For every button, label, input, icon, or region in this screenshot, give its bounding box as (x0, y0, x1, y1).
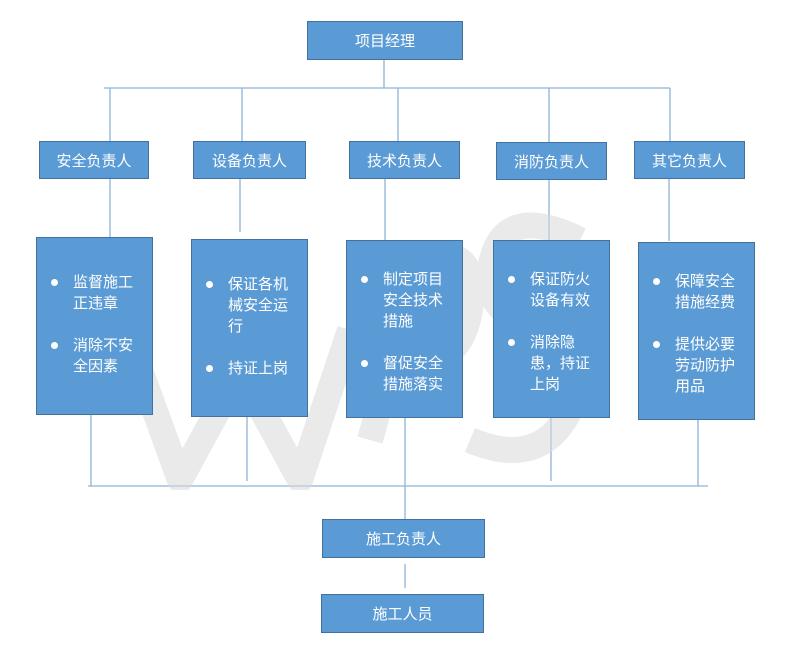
project-manager-box: 项目经理 (307, 21, 463, 60)
role-box-fire: 消防负责人 (496, 142, 607, 180)
construction-lead-label: 施工负责人 (365, 530, 441, 548)
role-label-other: 其它负责人 (651, 151, 727, 170)
duty-box-equipment: 保证各机械安全运行 持证上岗 (191, 239, 308, 417)
duty-item: 保障安全措施经费 (653, 271, 746, 313)
duty-box-safety: 监督施工正违章 消除不安全因素 (36, 237, 153, 415)
project-manager-label: 项目经理 (354, 32, 415, 50)
role-box-equipment: 设备负责人 (193, 141, 306, 179)
construction-staff-label: 施工人员 (372, 605, 433, 623)
role-box-other: 其它负责人 (634, 141, 745, 179)
construction-staff-box: 施工人员 (321, 594, 484, 633)
duty-item: 保证防火设备有效 (508, 269, 601, 311)
duty-item: 保证各机械安全运行 (206, 274, 299, 337)
duty-item: 督促安全措施落实 (361, 353, 454, 395)
duty-item: 制定项目安全技术措施 (361, 269, 454, 332)
role-label-safety: 安全负责人 (56, 151, 132, 170)
role-label-fire: 消防负责人 (513, 152, 589, 171)
duty-box-fire: 保证防火设备有效 消除隐患，持证上岗 (493, 240, 610, 418)
duty-item: 持证上岗 (206, 358, 299, 379)
duty-item: 消除隐患，持证上岗 (508, 332, 601, 395)
construction-lead-box: 施工负责人 (322, 519, 485, 558)
role-label-technical: 技术负责人 (366, 151, 442, 170)
role-label-equipment: 设备负责人 (211, 151, 287, 170)
duty-box-other: 保障安全措施经费 提供必要劳动防护用品 (638, 242, 755, 420)
duty-box-technical: 制定项目安全技术措施 督促安全措施落实 (346, 240, 463, 418)
duty-item: 监督施工正违章 (51, 272, 144, 314)
role-box-safety: 安全负责人 (39, 141, 149, 179)
duty-item: 提供必要劳动防护用品 (653, 334, 746, 397)
duty-item: 消除不安全因素 (51, 335, 144, 377)
role-box-technical: 技术负责人 (349, 141, 460, 179)
